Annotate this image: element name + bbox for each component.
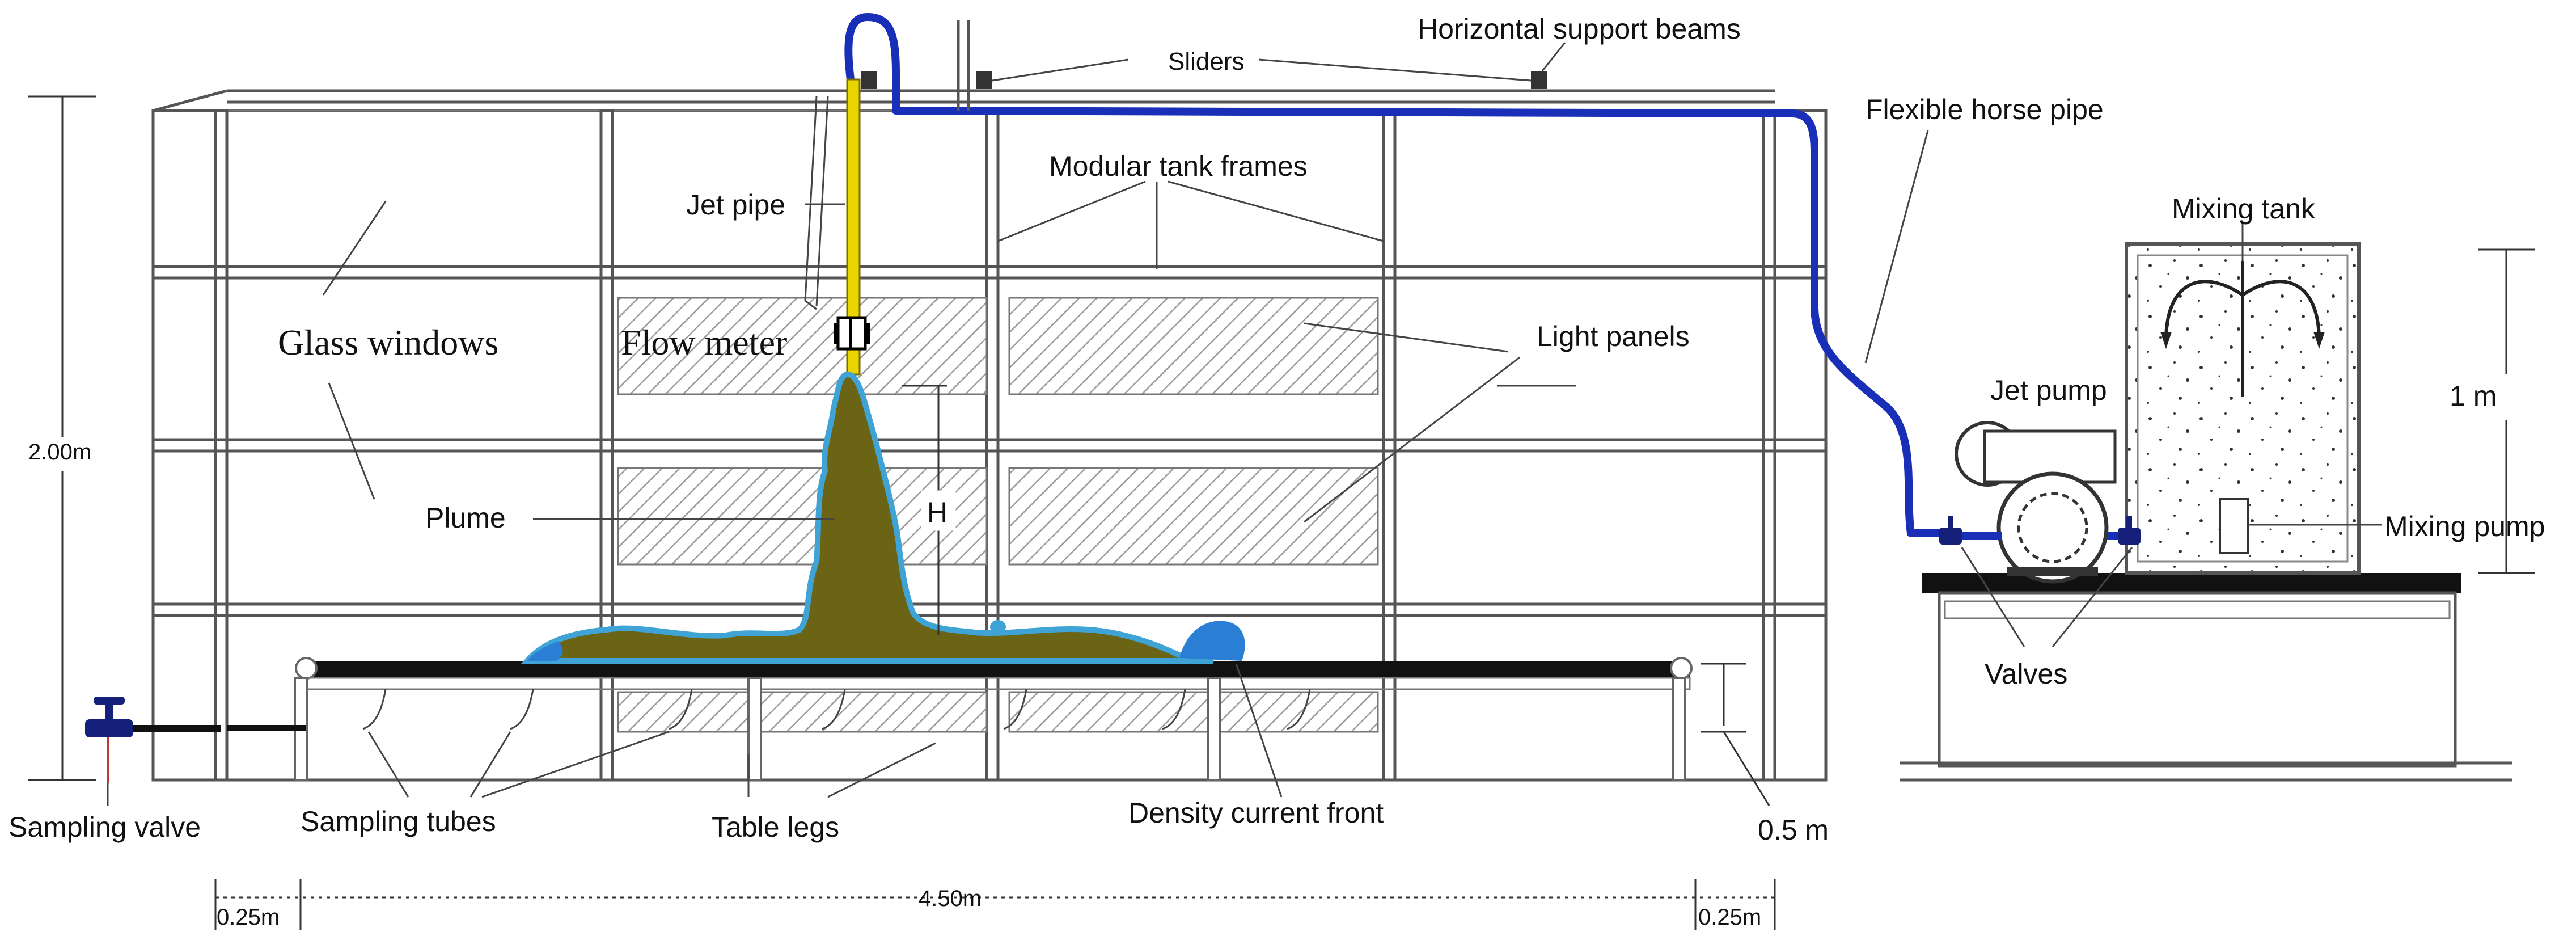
dim-table-height: 0.5 m: [1758, 814, 1829, 846]
slider: [861, 71, 877, 89]
labels: Horizontal support beams Sliders Flexibl…: [9, 13, 2545, 930]
label-glass-windows: Glass windows: [278, 322, 498, 362]
label-density-current-front: Density current front: [1128, 797, 1384, 829]
mixing-stand: [1900, 573, 2512, 782]
label-mixing-tank: Mixing tank: [2172, 193, 2316, 225]
label-jet-pipe: Jet pipe: [686, 189, 785, 221]
label-flow-meter: Flow meter: [621, 322, 787, 362]
table: [294, 657, 1693, 781]
label-sliders: Sliders: [1168, 48, 1245, 75]
dim-height-total: 2.00m: [28, 440, 91, 465]
sampling-valve: [85, 697, 306, 783]
light-panel: [1008, 297, 1379, 395]
sliders: [861, 20, 1547, 111]
sampling-tubes: [362, 689, 1311, 730]
dim-mixing-tank-height: 1 m: [2450, 380, 2497, 412]
jet-pump: [1955, 421, 2117, 584]
light-panel: [617, 691, 988, 733]
dim-tank-length: 4.50m: [919, 886, 982, 911]
table-legs: [294, 677, 1686, 781]
dim-right-offset: 0.25m: [1698, 905, 1761, 930]
label-sampling-valve: Sampling valve: [9, 811, 201, 843]
leader-lines: [107, 42, 2382, 806]
mixing-pump: [2219, 498, 2249, 554]
mixing-tank: [2125, 242, 2361, 575]
h-dimension: [902, 385, 956, 635]
hose: [844, 13, 1943, 537]
slider: [976, 71, 992, 89]
flow-meter: [834, 316, 870, 351]
label-light-panels: Light panels: [1537, 321, 1690, 352]
light-panel: [1008, 467, 1379, 566]
dim-left-offset: 0.25m: [217, 905, 280, 930]
label-valves: Valves: [1985, 658, 2067, 690]
label-flexible-horse-pipe: Flexible horse pipe: [1866, 94, 2104, 125]
label-plume: Plume: [425, 502, 506, 534]
label-modular-tank-frames: Modular tank frames: [1049, 150, 1308, 182]
tank-frame: [151, 89, 1828, 782]
plume: [521, 371, 1245, 664]
light-panel: [617, 297, 988, 395]
label-jet-pump: Jet pump: [1990, 374, 2107, 406]
light-panels: [617, 297, 1379, 733]
slider: [1531, 71, 1547, 89]
label-mixing-pump: Mixing pump: [2384, 511, 2545, 542]
label-sampling-tubes: Sampling tubes: [301, 806, 496, 837]
valves: [1939, 516, 2141, 545]
label-h: H: [927, 496, 948, 528]
label-horizontal-support-beams: Horizontal support beams: [1418, 13, 1741, 45]
label-table-legs: Table legs: [712, 811, 839, 843]
dimension-lines: [28, 95, 2535, 930]
light-panel: [1008, 691, 1379, 733]
